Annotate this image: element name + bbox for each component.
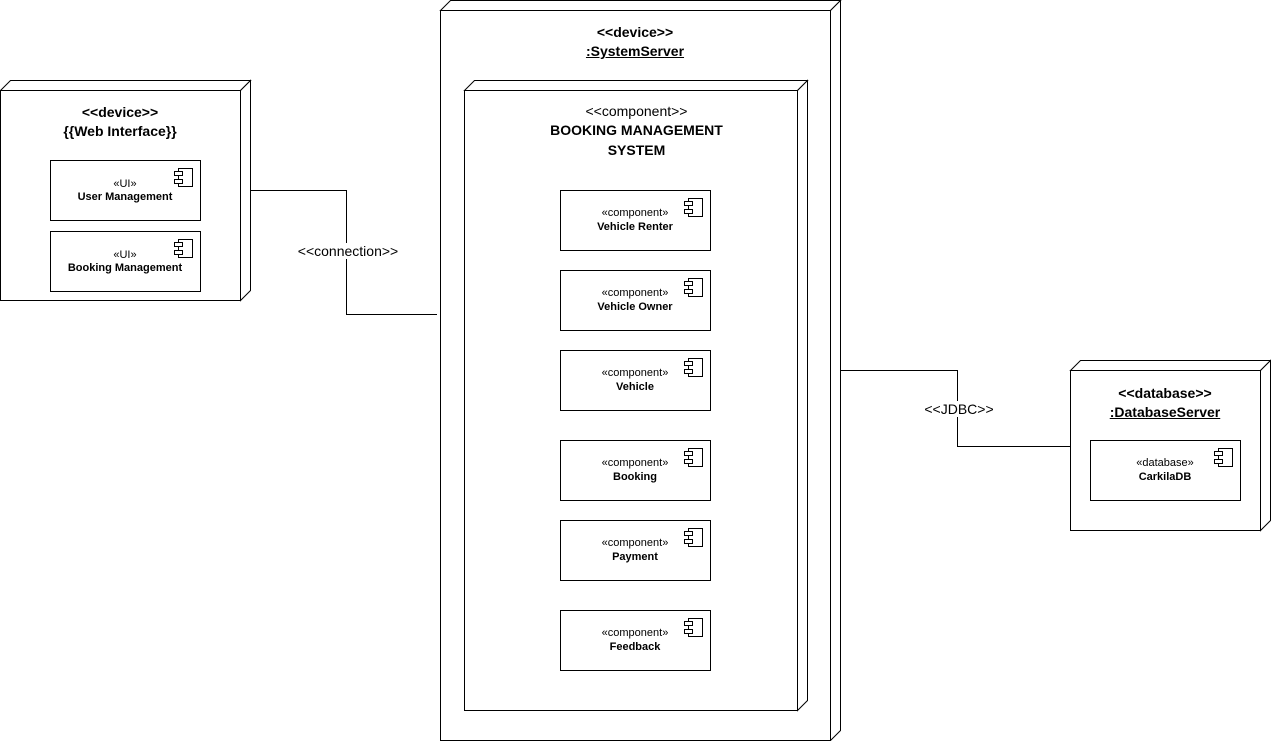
feedback-box — [560, 610, 711, 671]
booking-box — [560, 440, 711, 501]
user-management-label: User Management — [77, 191, 173, 203]
connection-label: <<connection>> — [286, 243, 410, 260]
payment-label: Payment — [612, 551, 658, 563]
web-node-name: {{Web Interface}} — [63, 123, 177, 139]
booking-management-label: Booking Management — [67, 262, 183, 274]
vehicle-renter-label: Vehicle Renter — [597, 221, 673, 233]
carkiladb-stereotype: «database» — [1136, 457, 1194, 469]
booking-management-stereotype: «UI» — [113, 249, 137, 261]
booking-stereotype: «component» — [601, 457, 669, 469]
vehicle-stereotype: «component» — [601, 367, 669, 379]
vehicle-owner-box — [560, 270, 711, 331]
jdbc-label: <<JDBC>> — [912, 401, 1006, 418]
carkiladb-label: CarkilaDB — [1138, 471, 1192, 483]
payment-stereotype: «component» — [601, 537, 669, 549]
booking-label: Booking — [613, 471, 657, 483]
booking-system-name-line2: SYSTEM — [607, 142, 666, 158]
web-node-stereotype: <<device>> — [81, 104, 159, 120]
vehicle-renter-stereotype: «component» — [601, 207, 669, 219]
feedback-label: Feedback — [609, 641, 661, 653]
user-management-box — [50, 160, 201, 221]
db-node-stereotype: <<database>> — [1118, 385, 1212, 401]
payment-box — [560, 520, 711, 581]
user-management-stereotype: «UI» — [113, 178, 137, 190]
booking-system-name-line1: BOOKING MANAGEMENT — [550, 122, 723, 138]
booking-system-stereotype: <<component>> — [585, 103, 688, 119]
feedback-stereotype: «component» — [601, 627, 669, 639]
server-node-name: :SystemServer — [585, 43, 685, 59]
server-node-stereotype: <<device>> — [596, 24, 674, 40]
booking-management-box — [50, 231, 201, 292]
vehicle-box — [560, 350, 711, 411]
db-node-name: :DatabaseServer — [1109, 404, 1221, 420]
vehicle-label: Vehicle — [616, 381, 654, 393]
vehicle-owner-label: Vehicle Owner — [597, 301, 673, 313]
vehicle-owner-stereotype: «component» — [601, 287, 669, 299]
vehicle-renter-box — [560, 190, 711, 251]
carkiladb-box — [1090, 440, 1241, 501]
